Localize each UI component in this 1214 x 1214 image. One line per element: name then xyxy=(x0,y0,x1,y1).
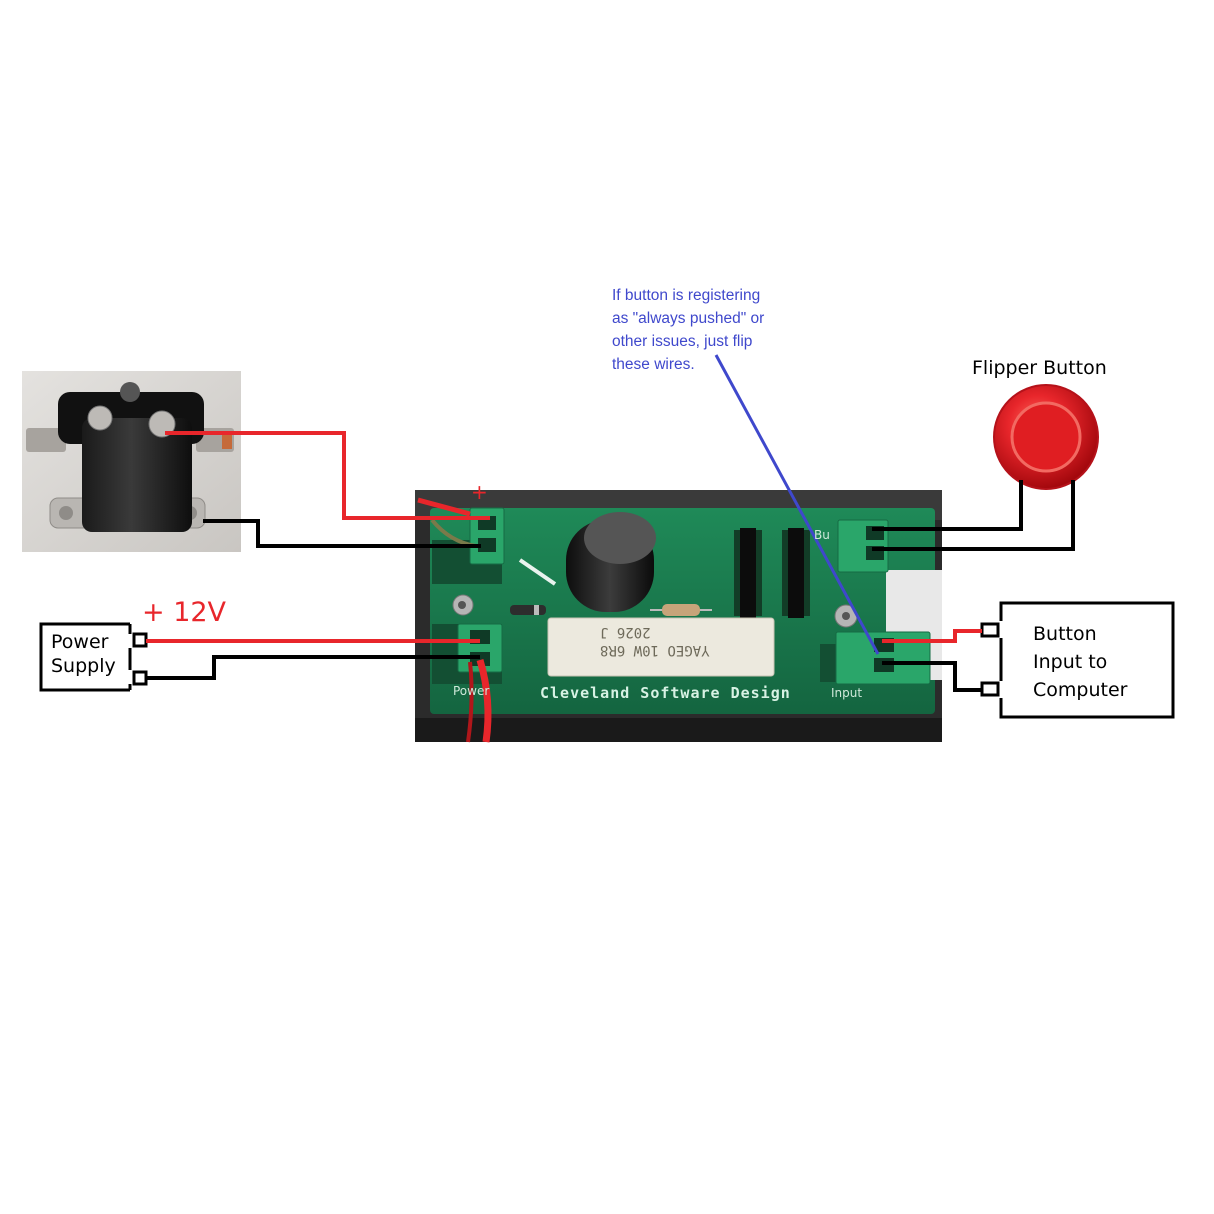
power-supply-line: Supply xyxy=(51,654,116,677)
wires xyxy=(146,354,1075,692)
note-line: as "always pushed" or xyxy=(612,310,765,327)
resistor-marking: YAGEO 10W 6R8 xyxy=(600,642,710,658)
controller-board xyxy=(415,490,942,743)
wire-button-b xyxy=(872,480,1075,551)
voltage-label: + 12V xyxy=(142,597,227,628)
flipper-button xyxy=(993,384,1099,490)
power-supply-label: Power Supply xyxy=(51,631,116,679)
power-supply-box xyxy=(39,622,148,692)
wire-solenoid-ground xyxy=(203,519,481,548)
positive-terminal-mark: + xyxy=(471,480,488,504)
wire-button-a xyxy=(872,480,1023,531)
computer-input-line: Computer xyxy=(1033,679,1128,701)
resistor-marking: 2026 J xyxy=(600,624,651,640)
board-title: Cleveland Software Design xyxy=(540,684,791,702)
flipper-button-label: Flipper Button xyxy=(972,357,1107,379)
computer-input-label: Button Input to Computer xyxy=(1033,620,1127,704)
flip-wires-note: If button is registering as "always push… xyxy=(612,284,812,376)
note-line: If button is registering xyxy=(612,287,761,304)
annotation-pointer xyxy=(714,354,880,655)
power-terminal-label: Power xyxy=(453,684,490,698)
power-supply-line: Power xyxy=(51,631,109,653)
wire-power-ground xyxy=(146,655,480,680)
input-terminal-label: Input xyxy=(831,686,863,700)
wire-input-positive xyxy=(882,629,982,643)
solenoid xyxy=(22,371,241,552)
wire-solenoid-positive xyxy=(165,431,490,520)
wire-input-ground xyxy=(882,661,982,692)
computer-input-line: Input to xyxy=(1033,651,1108,673)
computer-input-line: Button xyxy=(1033,623,1097,645)
note-line: other issues, just flip xyxy=(612,333,753,350)
button-terminal-label: Bu xyxy=(814,528,830,542)
note-line: these wires. xyxy=(612,356,695,373)
